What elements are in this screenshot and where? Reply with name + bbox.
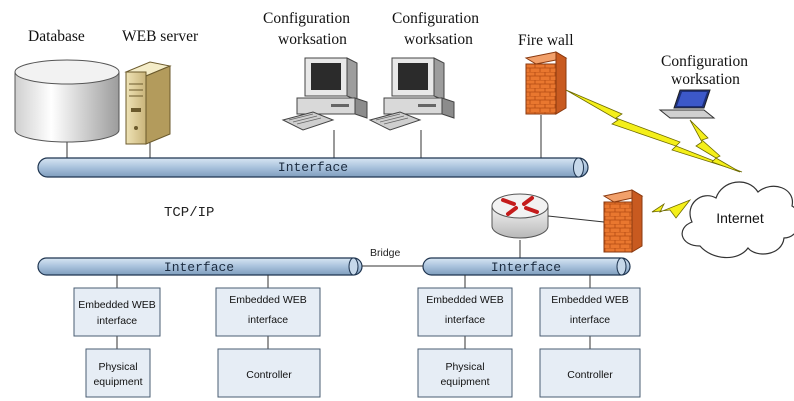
ew3-line2: interface bbox=[445, 314, 485, 326]
router-icon bbox=[491, 193, 549, 239]
pe2-line2: equipment bbox=[440, 376, 489, 388]
pe1-line1: Physical bbox=[98, 361, 137, 373]
embedded-web-box-1 bbox=[73, 287, 161, 337]
pe2-line1: Physical bbox=[445, 361, 484, 373]
right-bus-label: Interface bbox=[491, 260, 561, 275]
physical-equipment-box-2 bbox=[417, 348, 513, 398]
internet-cloud-icon bbox=[681, 181, 794, 259]
config3-label-line2: worksation bbox=[671, 71, 740, 88]
embedded-web-box-2 bbox=[215, 287, 321, 337]
top-interface-bus bbox=[37, 157, 589, 178]
physical-equipment-box-1 bbox=[85, 348, 151, 398]
left-bus-label: Interface bbox=[164, 260, 234, 275]
ew1-line2: interface bbox=[97, 315, 137, 327]
bottom-connectors bbox=[116, 275, 591, 349]
ew4-line1: Embedded WEB bbox=[551, 294, 629, 306]
tcp-ip-label: TCP/IP bbox=[164, 205, 214, 221]
ew2-line1: Embedded WEB bbox=[229, 294, 307, 306]
controller-box-2 bbox=[539, 348, 641, 398]
firewall-icon-top bbox=[524, 51, 568, 115]
ew2-line2: interface bbox=[248, 314, 288, 326]
bridge-label: Bridge bbox=[370, 247, 401, 259]
config1-label-line2: worksation bbox=[278, 31, 347, 48]
embedded-web-box-3 bbox=[417, 287, 513, 337]
ctrl1-label: Controller bbox=[246, 369, 292, 381]
workstation-icon-1 bbox=[281, 57, 368, 131]
router-firewall-link bbox=[547, 215, 605, 223]
pe1-line2: equipment bbox=[93, 376, 142, 388]
config2-label-line1: Configuration bbox=[392, 10, 479, 27]
top-connectors bbox=[66, 115, 542, 258]
config3-label-line1: Configuration bbox=[661, 53, 748, 70]
firewall-icon-bottom bbox=[602, 189, 644, 253]
ew3-line1: Embedded WEB bbox=[426, 294, 504, 306]
ew1-line1: Embedded WEB bbox=[78, 299, 156, 311]
laptop-icon bbox=[658, 89, 716, 119]
ctrl2-label: Controller bbox=[567, 369, 613, 381]
config1-label-line1: Configuration bbox=[263, 10, 350, 27]
database-label: Database bbox=[28, 28, 85, 45]
web-server-icon bbox=[124, 61, 172, 145]
firewall-label: Fire wall bbox=[518, 32, 574, 49]
workstation-icon-2 bbox=[368, 57, 455, 131]
lightning-bolts bbox=[565, 89, 743, 219]
database-icon bbox=[14, 59, 120, 143]
embedded-web-box-4 bbox=[539, 287, 641, 337]
internet-label: Internet bbox=[716, 210, 764, 226]
config2-label-line2: worksation bbox=[404, 31, 473, 48]
web-server-label: WEB server bbox=[122, 28, 199, 45]
controller-box-1 bbox=[217, 348, 321, 398]
top-bus-label: Interface bbox=[278, 160, 348, 175]
ew4-line2: interface bbox=[570, 314, 610, 326]
